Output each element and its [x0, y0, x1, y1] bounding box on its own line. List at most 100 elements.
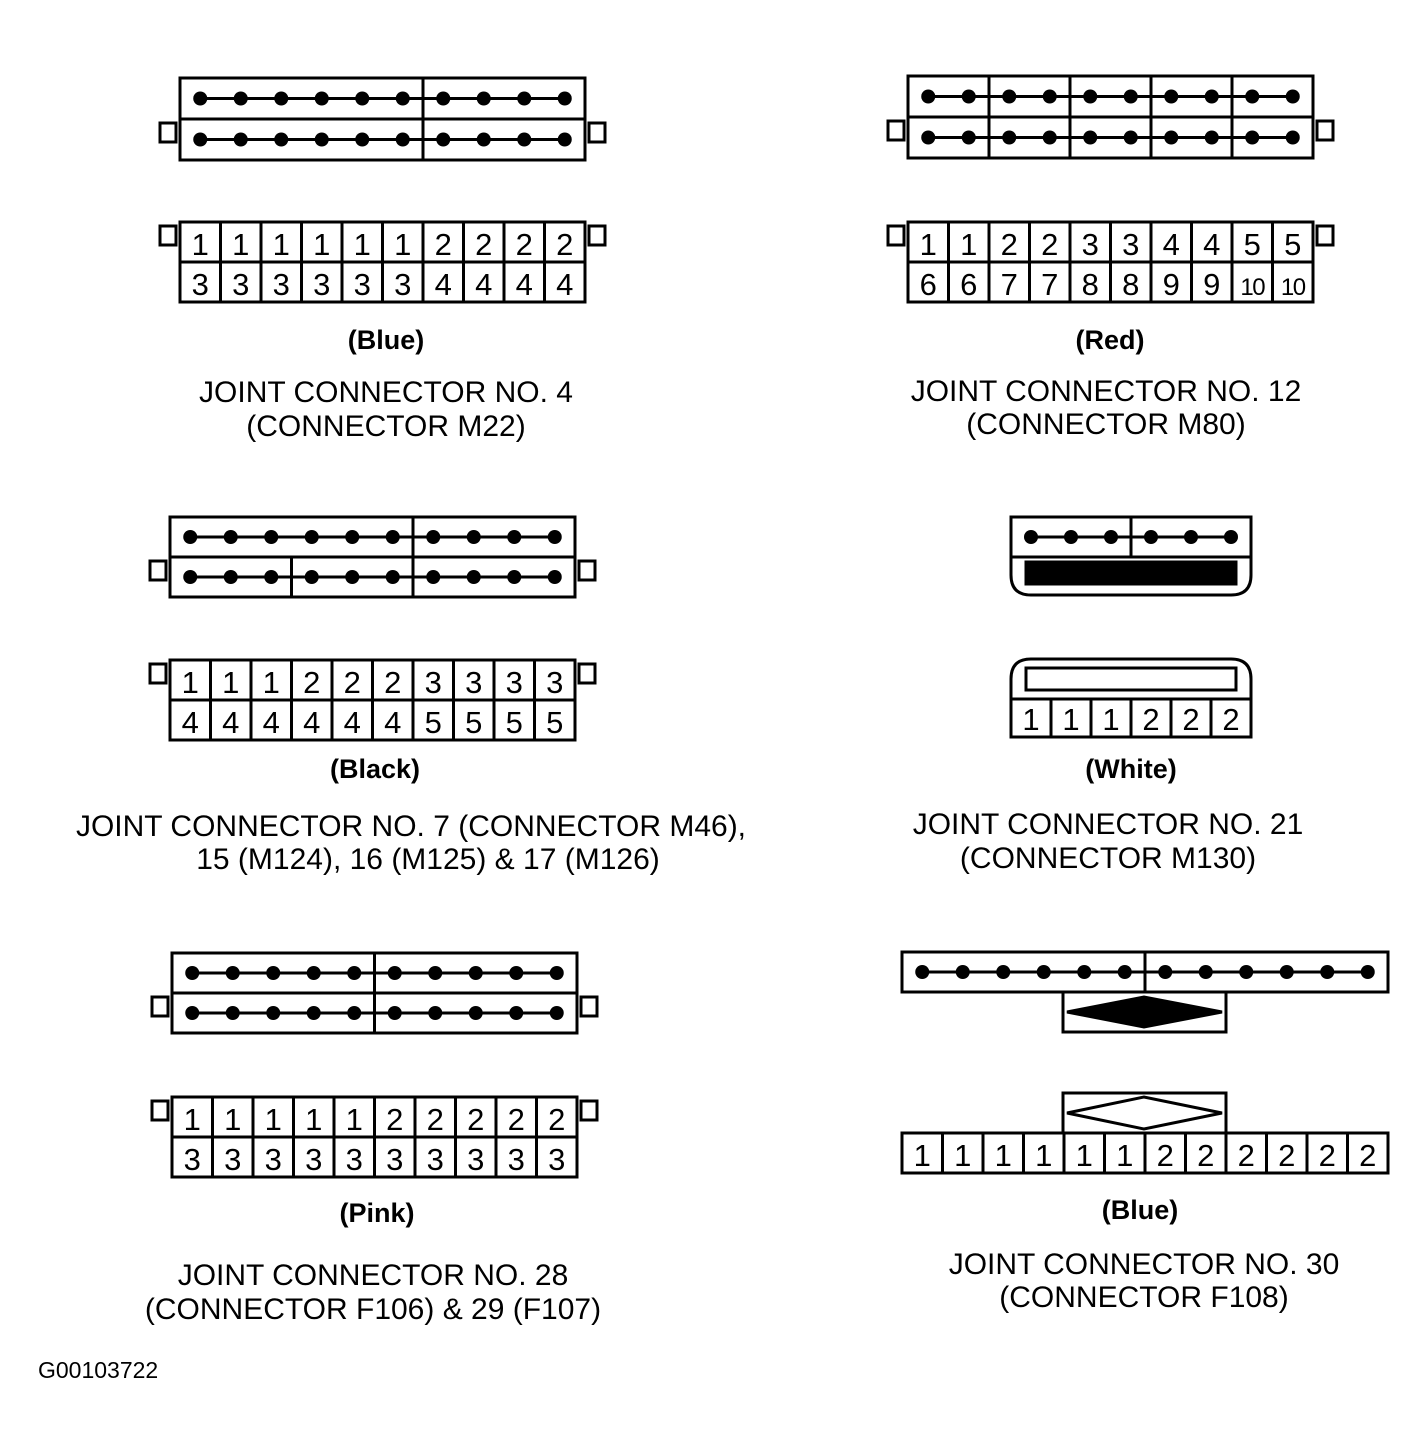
connector-color-label: (Blue): [348, 325, 425, 355]
terminal-number: 1: [960, 227, 977, 262]
lock-tab: [587, 121, 607, 144]
terminal-number: 2: [427, 1102, 444, 1137]
terminal-number: 1: [232, 227, 249, 262]
terminal-number: 7: [1001, 267, 1018, 302]
terminal-number: 2: [1359, 1138, 1376, 1173]
terminal-number: 10: [1240, 274, 1265, 301]
terminal-number: 1: [305, 1102, 322, 1137]
terminal-number: 1: [224, 1102, 241, 1137]
terminal-number: 1: [273, 227, 290, 262]
terminal-number: 3: [1122, 227, 1139, 262]
key-diamond-outline: [1066, 1095, 1223, 1131]
terminal-number: 2: [384, 665, 401, 700]
terminal-number: 1: [354, 227, 371, 262]
terminal-number: 2: [1001, 227, 1018, 262]
terminal-number: 2: [475, 227, 492, 262]
terminal-number: 1: [1035, 1138, 1052, 1173]
connector-color-label: (White): [1085, 754, 1176, 784]
terminal-number: 1: [1102, 702, 1119, 737]
connector-title-line-1: JOINT CONNECTOR NO. 21: [913, 808, 1304, 841]
terminal-number: 7: [1041, 267, 1058, 302]
terminal-number: 1: [184, 1102, 201, 1137]
terminal-number: 3: [386, 1142, 403, 1177]
terminal-number: 1: [192, 227, 209, 262]
terminal-number: 4: [1163, 227, 1180, 262]
terminal-number: 1: [182, 665, 199, 700]
terminal-number: 3: [305, 1142, 322, 1177]
key-diamond: [1066, 995, 1223, 1029]
terminal-number: 3: [394, 267, 411, 302]
lock-tab: [579, 1099, 599, 1122]
terminal-number: 1: [1116, 1138, 1133, 1173]
terminal-number: 1: [995, 1138, 1012, 1173]
terminal-number: 1: [1076, 1138, 1093, 1173]
terminal-number: 2: [1041, 227, 1058, 262]
terminal-number: 5: [1284, 227, 1301, 262]
connector-title-line-1: JOINT CONNECTOR NO. 28: [178, 1259, 569, 1292]
lock-tab: [158, 121, 178, 144]
connector-title-line-1: JOINT CONNECTOR NO. 30: [949, 1248, 1340, 1281]
terminal-number: 2: [556, 227, 573, 262]
terminal-number: 1: [920, 227, 937, 262]
terminal-number: 3: [1082, 227, 1099, 262]
terminal-number: 9: [1163, 267, 1180, 302]
connector-title-line-2: (CONNECTOR M22): [246, 410, 525, 443]
terminal-number: 2: [1142, 702, 1159, 737]
terminal-number: 4: [475, 267, 492, 302]
lock-tab: [158, 224, 178, 247]
lock-tab: [587, 224, 607, 247]
connector-color-label: (Red): [1076, 325, 1145, 355]
terminal-number: 1: [1062, 702, 1079, 737]
lock-tab: [1315, 119, 1335, 142]
lock-tab: [886, 224, 906, 247]
figure-code: G00103722: [38, 1357, 158, 1383]
lock-tab: [886, 119, 906, 142]
terminal-number: 3: [354, 267, 371, 302]
terminal-number: 2: [1278, 1138, 1295, 1173]
terminal-number: 3: [224, 1142, 241, 1177]
terminal-number: 2: [435, 227, 452, 262]
terminal-number: 1: [954, 1138, 971, 1173]
connector-color-label: (Blue): [1102, 1195, 1179, 1225]
terminal-number: 1: [265, 1102, 282, 1137]
terminal-number: 5: [1244, 227, 1261, 262]
terminal-number: 1: [313, 227, 330, 262]
terminal-number: 1: [394, 227, 411, 262]
terminal-number: 4: [344, 705, 361, 740]
terminal-number: 2: [548, 1102, 565, 1137]
terminal-number: 4: [222, 705, 239, 740]
terminal-number: 5: [546, 705, 563, 740]
lock-tab: [577, 662, 597, 685]
connector-color-label: (Pink): [339, 1198, 414, 1228]
terminal-number: 1: [263, 665, 280, 700]
terminal-number: 3: [425, 665, 442, 700]
terminal-number: 3: [184, 1142, 201, 1177]
connector-title-line-2: (CONNECTOR F108): [999, 1281, 1288, 1314]
connector-color-label: (Black): [330, 754, 420, 784]
lock-tab: [577, 559, 597, 582]
terminal-number: 3: [192, 267, 209, 302]
terminal-number: 5: [465, 705, 482, 740]
connector-title-line-2: (CONNECTOR F106) & 29 (F107): [145, 1293, 601, 1326]
lock-tab: [579, 995, 599, 1018]
terminal-number: 2: [1319, 1138, 1336, 1173]
terminal-number: 3: [265, 1142, 282, 1177]
terminal-number: 2: [1197, 1138, 1214, 1173]
terminal-number: 2: [1238, 1138, 1255, 1173]
connector-title-line-1: JOINT CONNECTOR NO. 7 (CONNECTOR M46),: [76, 810, 746, 843]
terminal-number: 4: [1203, 227, 1220, 262]
terminal-number: 3: [427, 1142, 444, 1177]
terminal-number: 2: [1157, 1138, 1174, 1173]
terminal-number: 6: [960, 267, 977, 302]
terminal-number: 2: [1222, 702, 1239, 737]
terminal-number: 5: [506, 705, 523, 740]
terminal-number: 9: [1203, 267, 1220, 302]
terminal-number: 1: [346, 1102, 363, 1137]
terminal-number: 4: [263, 705, 280, 740]
terminal-number: 2: [344, 665, 361, 700]
